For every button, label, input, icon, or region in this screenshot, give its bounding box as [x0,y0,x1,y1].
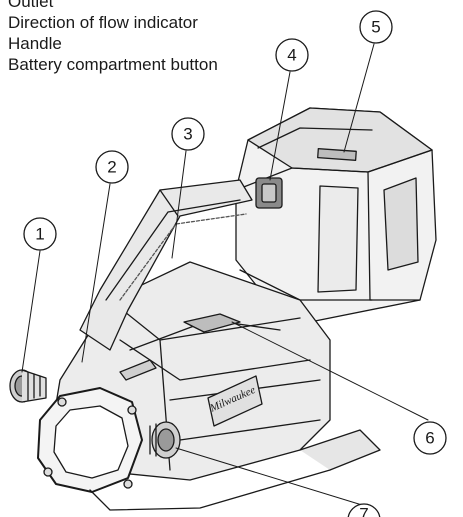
legend-item-handle: Handle [8,34,62,53]
flow-indicator [119,313,241,381]
callout-6: 6 [413,421,447,455]
svg-text:5: 5 [371,18,380,37]
svg-text:3: 3 [183,125,192,144]
legend-item-flow-indicator: Direction of flow indicator [8,13,198,32]
legend-list: Outlet Direction of flow indicator Handl… [8,0,218,75]
front-frame [37,387,143,493]
callout-3: 3 [171,117,205,151]
callout-1: 1 [23,217,57,251]
battery-button [255,177,283,209]
leader-lines [21,43,429,506]
base [89,429,381,511]
legend-item-outlet: Outlet [8,0,54,11]
legend-item-battery-button: Battery compartment button [8,55,218,74]
svg-text:1: 1 [35,225,44,244]
outlet-connector [9,369,47,403]
logo-plate [207,375,263,427]
callout-7: 7 [347,503,381,517]
svg-text:6: 6 [425,429,434,448]
callouts: 1 2 3 4 5 6 7 [23,10,447,517]
callout-2: 2 [95,150,129,184]
callout-5: 5 [359,10,393,44]
svg-text:7: 7 [359,505,368,517]
callout-4: 4 [275,38,309,72]
svg-text:2: 2 [107,158,116,177]
inlet-connector [149,421,181,459]
battery-pack [235,107,437,323]
svg-text:4: 4 [287,46,296,65]
